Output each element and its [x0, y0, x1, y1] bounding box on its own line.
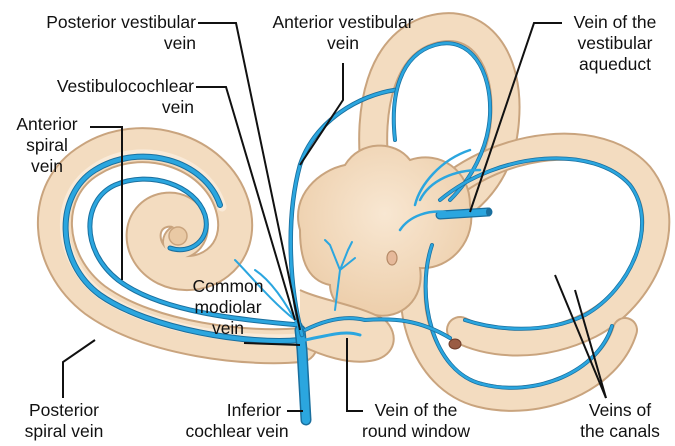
label-line: spiral [4, 135, 90, 156]
label-line: spiral vein [8, 421, 120, 442]
label-veins-of-the-canals: Veins of the canals [570, 400, 670, 442]
label-line: Vein of the [560, 12, 670, 33]
label-common-modiolar-vein: Common modiolar vein [180, 276, 276, 339]
label-line: modiolar [180, 297, 276, 318]
label-line: vein [252, 33, 434, 54]
label-line: vein [180, 318, 276, 339]
label-line: vein [4, 156, 90, 177]
label-line: Veins of [570, 400, 670, 421]
label-line: Vestibulocochlear [26, 76, 194, 97]
label-line: round window [352, 421, 480, 442]
label-line: vein [10, 33, 196, 54]
label-line: vestibular [560, 33, 670, 54]
label-line: Posterior [8, 400, 120, 421]
vestibular-aqueduct-opening [486, 208, 492, 217]
label-line: Inferior [164, 400, 310, 421]
label-line: Vein of the [352, 400, 480, 421]
label-posterior-vestibular-vein: Posterior vestibular vein [10, 12, 196, 54]
label-posterior-spiral-vein: Posterior spiral vein [8, 400, 120, 442]
label-line: cochlear vein [164, 421, 310, 442]
oval-window [387, 251, 397, 265]
cochlea-apex [169, 227, 187, 245]
leader-posterior-spiral-vein [63, 340, 95, 398]
label-vestibulocochlear-vein: Vestibulocochlear vein [26, 76, 194, 118]
label-line: Anterior [4, 114, 90, 135]
label-line: aqueduct [560, 54, 670, 75]
label-vein-of-round-window: Vein of the round window [352, 400, 480, 442]
round-window [449, 339, 461, 349]
label-line: Anterior vestibular [252, 12, 434, 33]
label-line: Common [180, 276, 276, 297]
vestibule [298, 146, 471, 317]
label-line: Posterior vestibular [10, 12, 196, 33]
posterior-canal-body [440, 147, 656, 343]
label-vein-of-vestibular-aqueduct: Vein of the vestibular aqueduct [560, 12, 670, 75]
label-anterior-spiral-vein: Anterior spiral vein [4, 114, 90, 177]
label-line: the canals [570, 421, 670, 442]
label-inferior-cochlear-vein: Inferior cochlear vein [164, 400, 310, 442]
vestibular-aqueduct-vein-core [440, 212, 488, 215]
label-anterior-vestibular-vein: Anterior vestibular vein [252, 12, 434, 54]
